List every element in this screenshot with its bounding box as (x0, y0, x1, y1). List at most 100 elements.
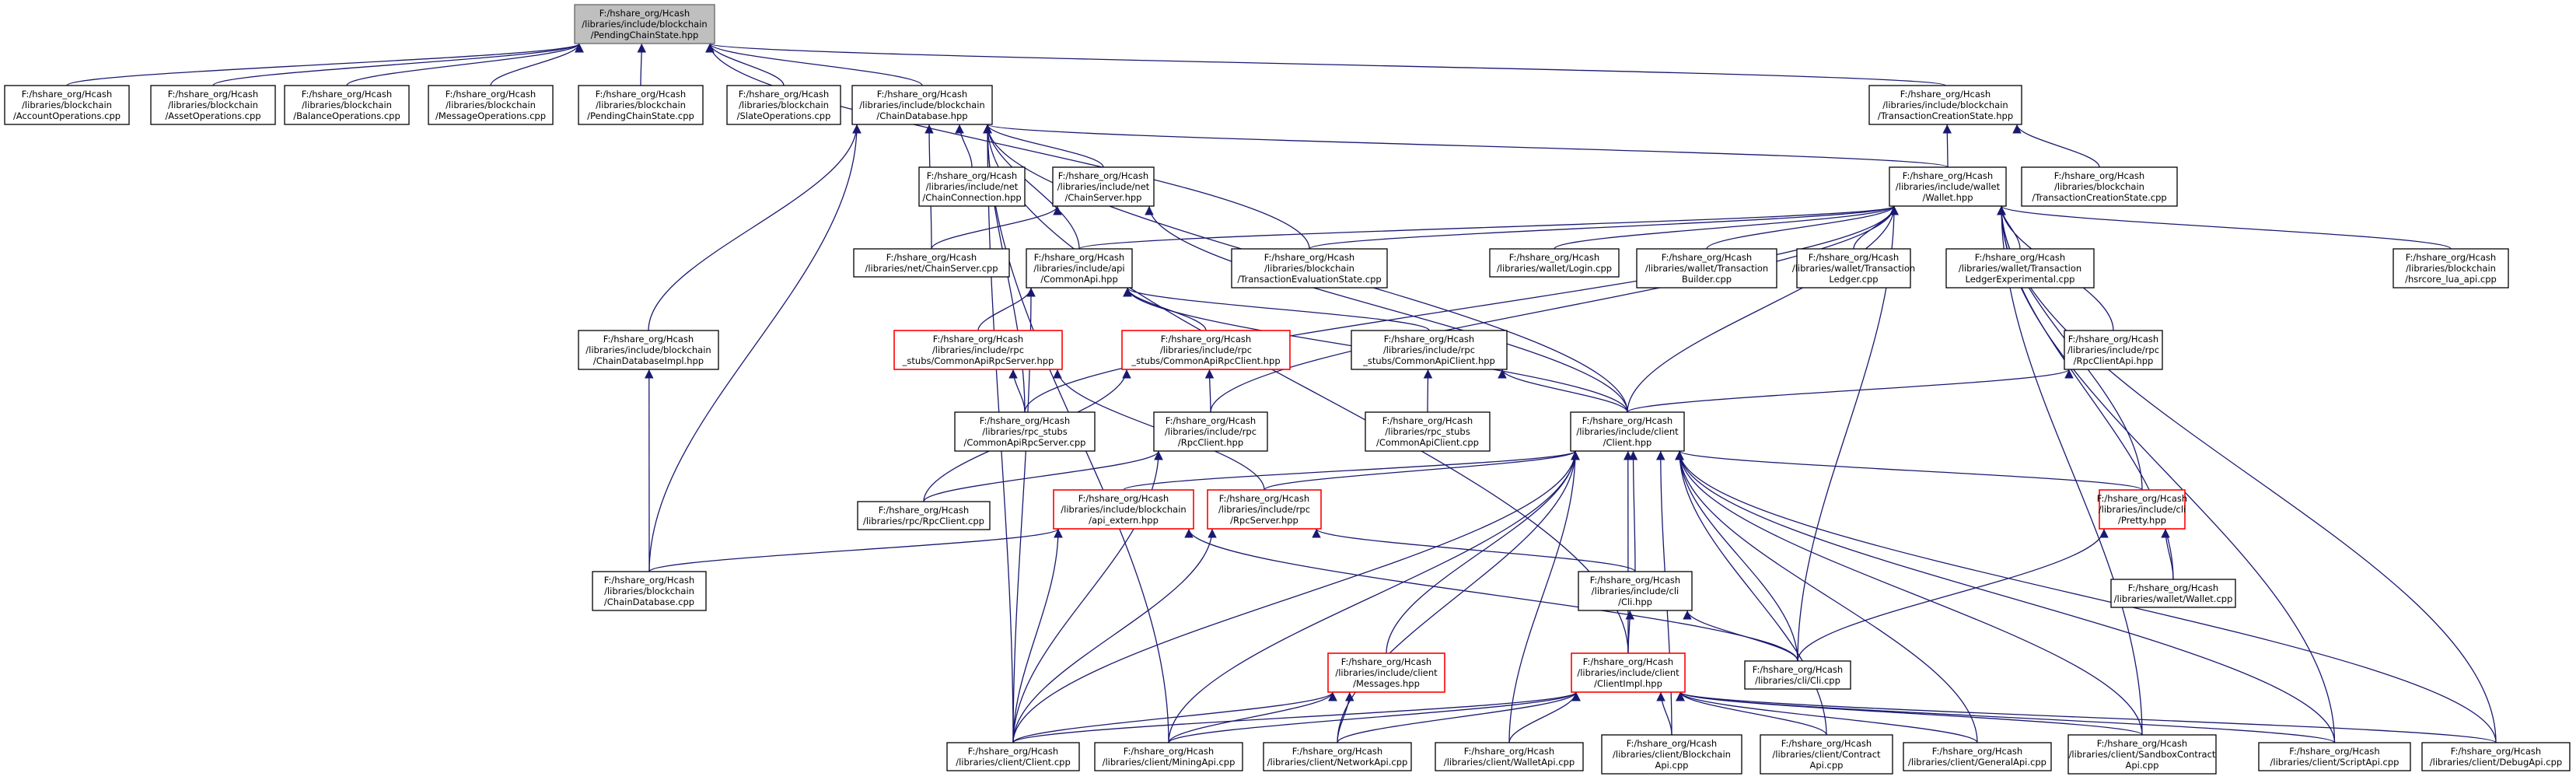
file-node[interactable]: F:/hshare_org/Hcash/libraries/client/Scr… (2258, 742, 2411, 771)
file-node-label-line: /libraries/blockchain (2054, 181, 2144, 192)
file-node-box (726, 85, 841, 125)
file-node-label-line: /libraries/blockchain (1264, 263, 1354, 274)
dependency-edge (706, 43, 1946, 86)
file-node-label-line: F:/hshare_org/Hcash (877, 89, 967, 100)
file-node-box (1489, 248, 1620, 278)
file-node[interactable]: F:/hshare_org/Hcash/libraries/include/rp… (1207, 489, 1322, 530)
file-node[interactable]: F:/hshare_org/Hcash/libraries/include/rp… (1351, 330, 1508, 370)
dependency-edge (1625, 610, 1635, 654)
file-node[interactable]: F:/hshare_org/Hcash/libraries/blockchain… (726, 85, 841, 125)
file-node[interactable]: F:/hshare_org/Hcash/libraries/wallet/Log… (1489, 248, 1620, 278)
file-node-label-line: /Pretty.hpp (2118, 515, 2166, 526)
file-node-label-line: /libraries/wallet/Transaction (1645, 263, 1768, 274)
file-node[interactable]: F:/hshare_org/Hcash/libraries/wallet/Tra… (1945, 248, 2095, 289)
file-node[interactable]: F:/hshare_org/Hcash/libraries/wallet/Tra… (1792, 248, 1915, 289)
file-node-label-line: /PendingChainState.cpp (587, 110, 694, 121)
file-node[interactable]: F:/hshare_org/Hcash/libraries/include/wa… (1889, 166, 2007, 207)
file-node-box (946, 742, 1080, 771)
file-node[interactable]: F:/hshare_org/Hcash/libraries/include/cl… (1327, 652, 1445, 693)
file-node-label-line: /ChainServer.hpp (1065, 192, 1142, 203)
dependency-edge (1627, 205, 1899, 413)
file-node-label-line: F:/hshare_org/Hcash (1583, 656, 1673, 667)
file-node-box (1026, 248, 1133, 289)
file-node-label-line: /CommonApiRpcServer.cpp (964, 437, 1086, 448)
file-node[interactable]: F:/hshare_org/Hcash/libraries/include/rp… (1153, 411, 1268, 452)
file-node[interactable]: F:/hshare_org/Hcash/libraries/client/Con… (1760, 734, 1893, 775)
file-node[interactable]: F:/hshare_org/Hcash/libraries/include/bl… (1868, 85, 2022, 125)
file-node-label-line: /libraries/include/client (1576, 426, 1679, 437)
file-node[interactable]: F:/hshare_org/Hcash/libraries/client/San… (2067, 734, 2217, 775)
file-node[interactable]: F:/hshare_org/Hcash/libraries/blockchain… (428, 85, 554, 125)
file-node-label-line: F:/hshare_org/Hcash (1662, 252, 1752, 263)
file-node[interactable]: F:/hshare_org/Hcash/libraries/blockchain… (150, 85, 276, 125)
file-node[interactable]: F:/hshare_org/Hcash/libraries/wallet/Tra… (1636, 248, 1777, 289)
file-node[interactable]: F:/hshare_org/Hcash/libraries/net/ChainS… (853, 248, 1010, 278)
dependency-edge (2012, 124, 2100, 168)
file-node-box (851, 85, 993, 125)
file-node[interactable]: F:/hshare_org/Hcash/libraries/include/cl… (1578, 571, 1693, 611)
file-node[interactable]: F:/hshare_org/Hcash/libraries/client/Gen… (1903, 742, 2052, 771)
dependency-edge (983, 124, 1949, 168)
file-node-label-line: /libraries/client/SandboxContract (2069, 749, 2216, 760)
file-node[interactable]: F:/hshare_org/Hcash/libraries/blockchain… (1231, 248, 1388, 289)
file-node-label-line: F:/hshare_org/Hcash (980, 415, 1070, 426)
file-node[interactable]: F:/hshare_org/Hcash/libraries/cli/Cli.cp… (1744, 660, 1851, 690)
file-node[interactable]: F:/hshare_org/Hcash/libraries/client/Deb… (2421, 742, 2571, 771)
file-node[interactable]: F:/hshare_org/Hcash/libraries/blockchain… (4, 85, 130, 125)
file-node[interactable]: F:/hshare_org/Hcash/libraries/client/Cli… (946, 742, 1080, 771)
file-node-label-line: F:/hshare_org/Hcash (1582, 415, 1672, 426)
file-node-label-line: F:/hshare_org/Hcash (933, 334, 1023, 345)
file-node[interactable]: F:/hshare_org/Hcash/libraries/include/bl… (851, 85, 993, 125)
file-node[interactable]: F:/hshare_org/Hcash/libraries/include/cl… (1571, 652, 1686, 693)
file-node-box (1636, 248, 1777, 289)
file-node[interactable]: F:/hshare_org/Hcash/libraries/include/ne… (1052, 166, 1155, 207)
file-node-label-line: F:/hshare_org/Hcash (1975, 252, 2065, 263)
file-node-label-line: F:/hshare_org/Hcash (879, 505, 969, 516)
file-node[interactable]: F:/hshare_org/Hcash/libraries/blockchain… (578, 85, 704, 125)
dependency-edge (2161, 528, 2174, 580)
file-node[interactable]: F:/hshare_org/Hcash/libraries/include/bl… (578, 330, 719, 370)
file-node[interactable]: F:/hshare_org/Hcash/libraries/rpc_stubs/… (1365, 411, 1491, 452)
file-node-label-line: /RpcClient.hpp (1178, 437, 1243, 448)
file-node-label-line: _stubs/CommonApiRpcClient.hpp (1131, 355, 1280, 366)
dependency-edge (1675, 450, 2497, 743)
file-node-label-line: /libraries/client/ScriptApi.cpp (2270, 757, 2399, 768)
file-node[interactable]: F:/hshare_org/Hcash/libraries/client/Blo… (1601, 734, 1742, 775)
file-node[interactable]: F:/hshare_org/Hcash/libraries/client/Net… (1263, 742, 1412, 771)
file-node[interactable]: F:/hshare_org/Hcash/libraries/include/rp… (893, 330, 1063, 370)
file-node[interactable]: F:/hshare_org/Hcash/libraries/blockchain… (2392, 248, 2509, 289)
file-node[interactable]: F:/hshare_org/Hcash/libraries/blockchain… (284, 85, 410, 125)
file-node[interactable]: F:/hshare_org/Hcash/libraries/wallet/Wal… (2110, 579, 2236, 608)
file-node[interactable]: F:/hshare_org/Hcash/libraries/include/bl… (574, 4, 715, 44)
file-node[interactable]: F:/hshare_org/Hcash/libraries/include/rp… (2064, 330, 2163, 370)
file-node[interactable]: F:/hshare_org/Hcash/libraries/include/ne… (918, 166, 1026, 207)
file-node-label-line: /libraries/net/ChainServer.cpp (865, 263, 998, 274)
file-node-label-line: /libraries/client/DebugApi.cpp (2430, 757, 2562, 768)
file-node-box (1263, 742, 1412, 771)
file-node-label-line: /libraries/include/rpc (1165, 426, 1257, 437)
file-node[interactable]: F:/hshare_org/Hcash/libraries/include/ap… (1026, 248, 1133, 289)
file-node-label-line: /Client.hpp (1603, 437, 1652, 448)
dependency-edge (1675, 450, 1827, 736)
file-node[interactable]: F:/hshare_org/Hcash/libraries/blockchain… (2021, 166, 2178, 207)
file-node-label-line: /libraries/include/blockchain (1061, 504, 1186, 515)
file-node[interactable]: F:/hshare_org/Hcash/libraries/include/bl… (1053, 489, 1194, 530)
file-node[interactable]: F:/hshare_org/Hcash/libraries/rpc_stubs/… (954, 411, 1096, 452)
file-node-label-line: /libraries/client/NetworkApi.cpp (1267, 757, 1408, 768)
dependency-edge (1508, 691, 1581, 743)
file-node[interactable]: F:/hshare_org/Hcash/libraries/blockchain… (592, 571, 707, 611)
file-node[interactable]: F:/hshare_org/Hcash/libraries/rpc/RpcCli… (857, 501, 991, 530)
file-node-box (1053, 489, 1194, 530)
file-node[interactable]: F:/hshare_org/Hcash/libraries/include/cl… (2097, 489, 2187, 530)
file-node[interactable]: F:/hshare_org/Hcash/libraries/client/Wal… (1435, 742, 1584, 771)
file-node-label-line: Api.cpp (2126, 760, 2159, 771)
file-node[interactable]: F:/hshare_org/Hcash/libraries/client/Min… (1094, 742, 1243, 771)
file-node[interactable]: F:/hshare_org/Hcash/libraries/include/rp… (1121, 330, 1291, 370)
file-node-label-line: F:/hshare_org/Hcash (603, 334, 694, 345)
file-node-label-line: F:/hshare_org/Hcash (1292, 746, 1382, 757)
dependency-edge (490, 43, 584, 86)
file-node-box (1570, 411, 1685, 452)
dependency-edge (955, 124, 973, 168)
file-node-box (1744, 660, 1851, 690)
file-node[interactable]: F:/hshare_org/Hcash/libraries/include/cl… (1570, 411, 1685, 452)
